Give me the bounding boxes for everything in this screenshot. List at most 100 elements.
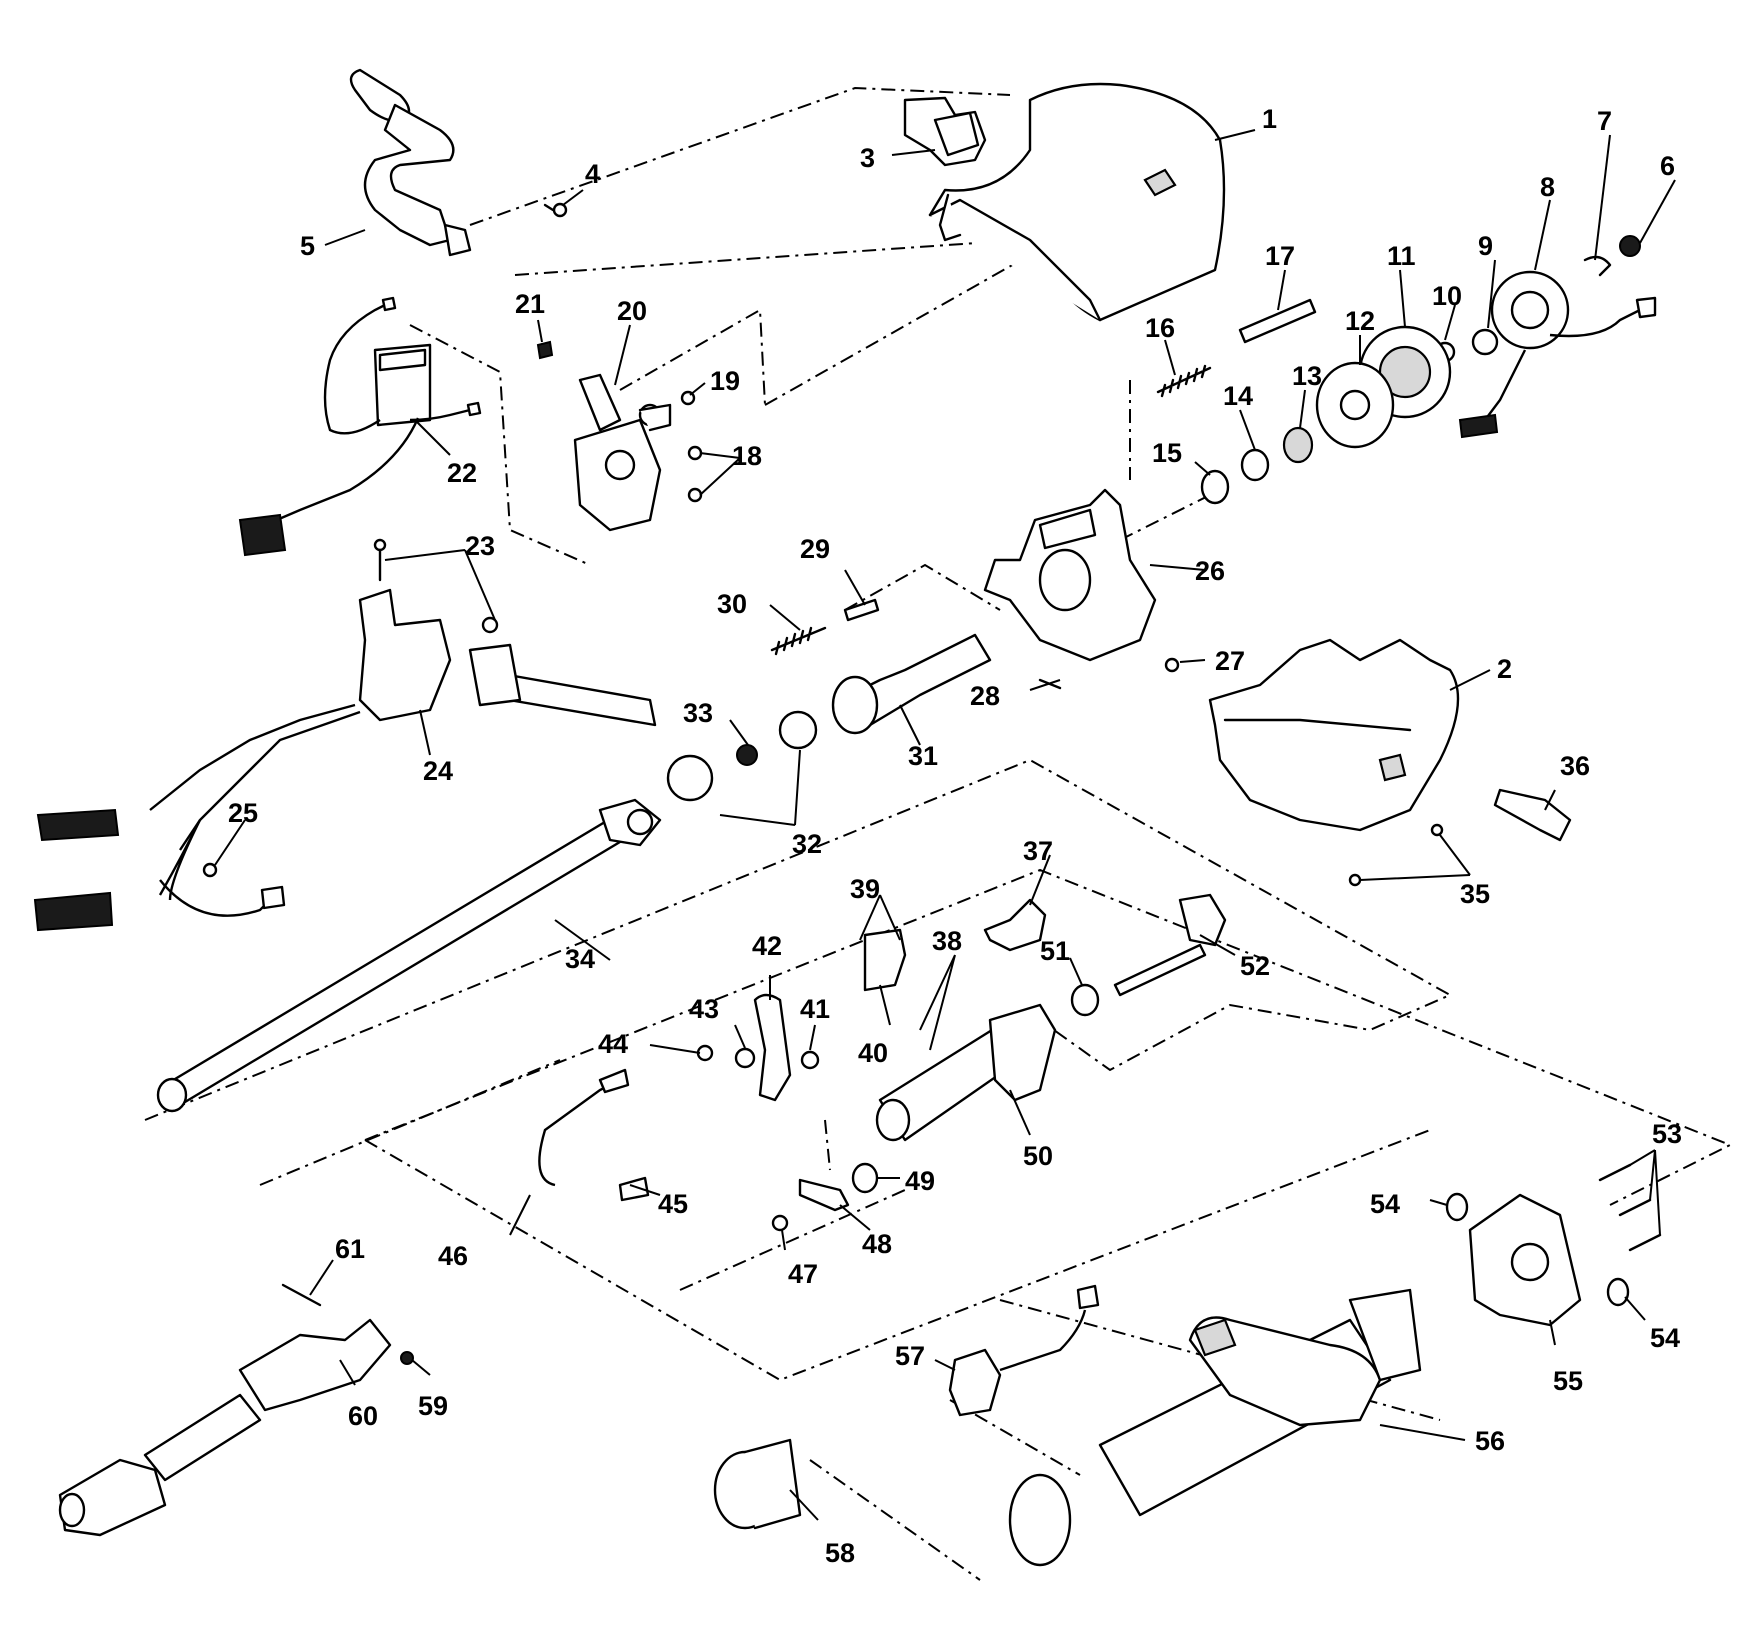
label-part-29: 29 <box>800 534 830 564</box>
label-part-10: 10 <box>1432 281 1462 311</box>
part-58-bushing <box>713 1438 802 1530</box>
part-34-shaft <box>156 798 662 1113</box>
label-part-3: 3 <box>860 143 875 173</box>
label-part-2: 2 <box>1497 654 1512 684</box>
part-33-gear <box>736 744 758 766</box>
label-part-7: 7 <box>1597 106 1612 136</box>
label-part-61: 61 <box>335 1234 365 1264</box>
label-part-18: 18 <box>732 441 762 471</box>
label-part-26: 26 <box>1195 556 1225 586</box>
part-23-screws <box>373 538 499 634</box>
label-part-27: 27 <box>1215 646 1245 676</box>
part-18-screws <box>687 445 703 503</box>
part-number-labels: 1 2 3 4 5 6 7 8 9 10 11 12 13 14 15 16 1… <box>228 104 1682 1568</box>
part-45-sensor <box>538 1068 650 1202</box>
label-part-23: 23 <box>465 531 495 561</box>
part-61-bolt <box>281 1283 322 1307</box>
label-part-41: 41 <box>800 994 830 1024</box>
label-part-1: 1 <box>1262 104 1277 134</box>
label-part-38: 38 <box>932 926 962 956</box>
part-6-nut <box>1619 235 1641 257</box>
part-56-column-jacket <box>1008 1288 1422 1567</box>
part-26-housing <box>983 488 1157 662</box>
label-part-54-b: 54 <box>1650 1323 1680 1353</box>
label-part-34: 34 <box>565 944 595 974</box>
label-part-21: 21 <box>515 289 545 319</box>
label-part-19: 19 <box>710 366 740 396</box>
part-54-bushings <box>1445 1192 1630 1307</box>
part-4-screw <box>543 202 568 218</box>
part-1-upper-shroud <box>928 82 1226 322</box>
label-part-58: 58 <box>825 1538 855 1568</box>
label-part-39: 39 <box>850 874 880 904</box>
part-57-switch <box>948 1284 1100 1417</box>
part-13-spring <box>1282 426 1314 464</box>
label-part-45: 45 <box>658 1189 688 1219</box>
label-part-46: 46 <box>438 1241 468 1271</box>
part-31-shaft <box>831 633 992 735</box>
label-part-12: 12 <box>1345 306 1375 336</box>
label-part-24: 24 <box>423 756 453 786</box>
part-15-bearing <box>1200 469 1230 505</box>
label-part-11: 11 <box>1387 241 1416 271</box>
part-37-switch <box>983 898 1047 952</box>
part-52-rod <box>1113 893 1227 997</box>
part-55-flange <box>1468 1193 1582 1327</box>
label-part-9: 9 <box>1478 231 1493 261</box>
part-24-switch-assembly <box>33 588 657 932</box>
label-part-55: 55 <box>1553 1366 1583 1396</box>
part-51-bushing <box>1070 983 1100 1017</box>
part-16-spring <box>1156 364 1212 398</box>
part-50-cylinder <box>875 1003 1057 1142</box>
label-part-53: 53 <box>1652 1119 1682 1149</box>
label-part-8: 8 <box>1540 172 1555 202</box>
label-part-40: 40 <box>858 1038 888 1068</box>
label-part-49: 49 <box>905 1166 935 1196</box>
label-part-31: 31 <box>908 741 938 771</box>
label-part-60: 60 <box>348 1401 378 1431</box>
label-part-47: 47 <box>788 1259 818 1289</box>
label-part-16: 16 <box>1145 313 1175 343</box>
part-22-module <box>238 296 482 557</box>
label-part-42: 42 <box>752 931 782 961</box>
part-25-screw <box>202 862 218 878</box>
label-part-4: 4 <box>585 159 600 189</box>
part-20-tilt-bracket <box>573 373 672 532</box>
part-41-43-44-hardware <box>696 1044 820 1070</box>
label-part-48: 48 <box>862 1229 892 1259</box>
label-part-35: 35 <box>1460 879 1490 909</box>
part-29-pin <box>843 598 880 622</box>
label-part-51: 51 <box>1040 936 1070 966</box>
part-36-handle <box>1493 788 1572 842</box>
label-part-44: 44 <box>598 1029 628 1059</box>
label-part-43: 43 <box>689 994 719 1024</box>
label-part-56: 56 <box>1475 1426 1505 1456</box>
part-27-screw <box>1164 657 1180 673</box>
label-part-22: 22 <box>447 458 477 488</box>
label-part-6: 6 <box>1660 151 1675 181</box>
label-part-33: 33 <box>683 698 713 728</box>
label-part-15: 15 <box>1152 438 1182 468</box>
label-part-17: 17 <box>1265 241 1295 271</box>
label-part-25: 25 <box>228 798 258 828</box>
label-part-20: 20 <box>617 296 647 326</box>
part-14-washer <box>1240 448 1270 482</box>
label-part-14: 14 <box>1223 381 1253 411</box>
label-part-5: 5 <box>300 231 315 261</box>
part-60-intermediate-shaft <box>58 1318 392 1537</box>
label-part-28: 28 <box>970 681 1000 711</box>
part-5-tilt-lever <box>349 68 472 257</box>
label-part-54-a: 54 <box>1370 1189 1400 1219</box>
part-2-lower-shroud <box>1208 638 1460 832</box>
part-47-48-49-parts <box>771 1162 879 1232</box>
part-42-plate <box>753 993 792 1102</box>
label-part-52: 52 <box>1240 951 1270 981</box>
label-part-30: 30 <box>717 589 747 619</box>
label-part-13: 13 <box>1292 361 1322 391</box>
leader-lines <box>214 129 1676 1521</box>
label-part-36: 36 <box>1560 751 1590 781</box>
part-39-40-bracket <box>863 928 907 992</box>
part-9-ring <box>1471 328 1499 356</box>
label-part-37: 37 <box>1023 836 1053 866</box>
